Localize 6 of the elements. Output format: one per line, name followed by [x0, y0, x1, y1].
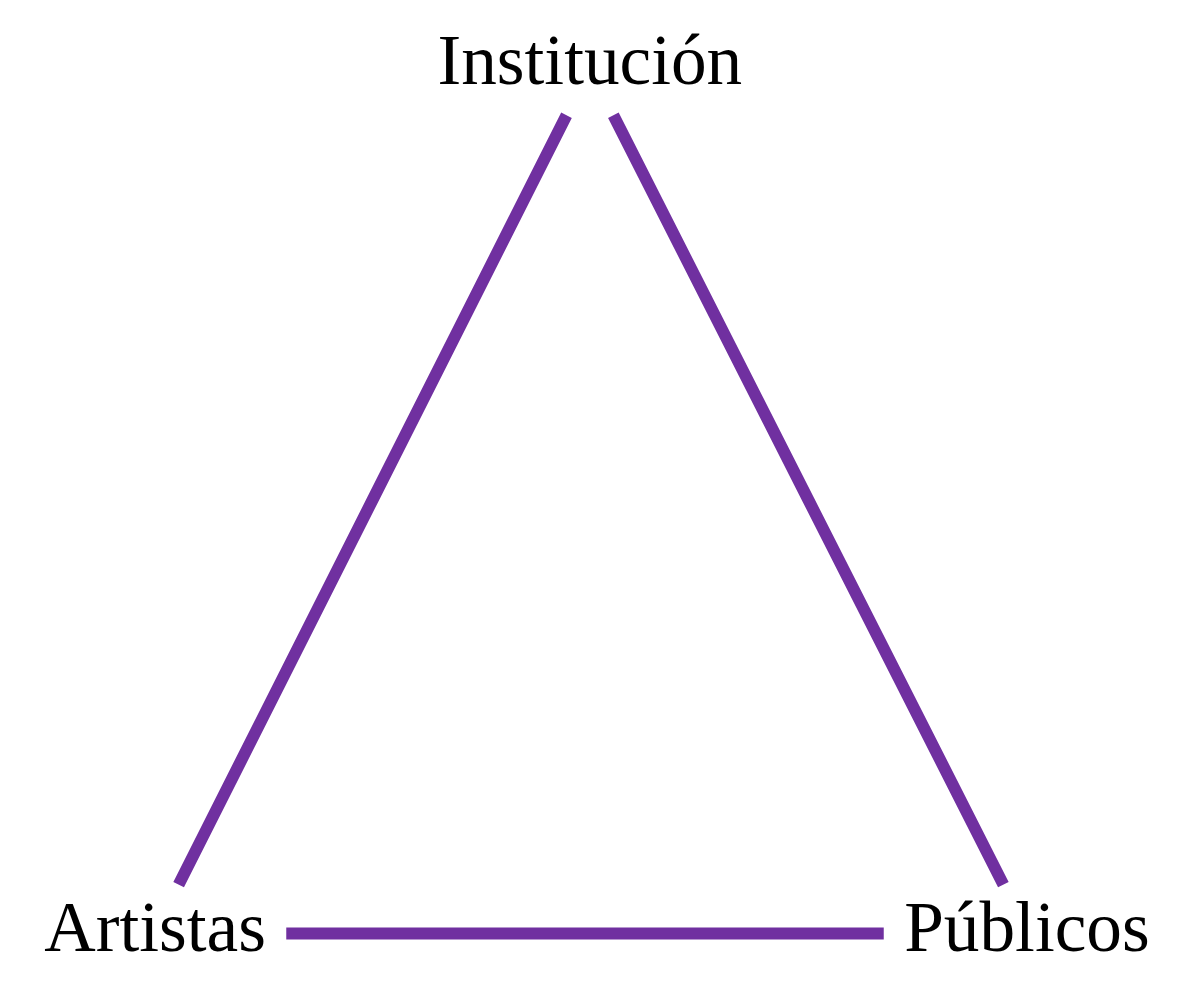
node-text: Institución [437, 20, 743, 100]
connector [608, 112, 1009, 888]
node-text: Públicos [904, 887, 1150, 967]
connector [286, 927, 884, 940]
node-text: Artistas [44, 887, 266, 967]
connector [173, 112, 572, 888]
